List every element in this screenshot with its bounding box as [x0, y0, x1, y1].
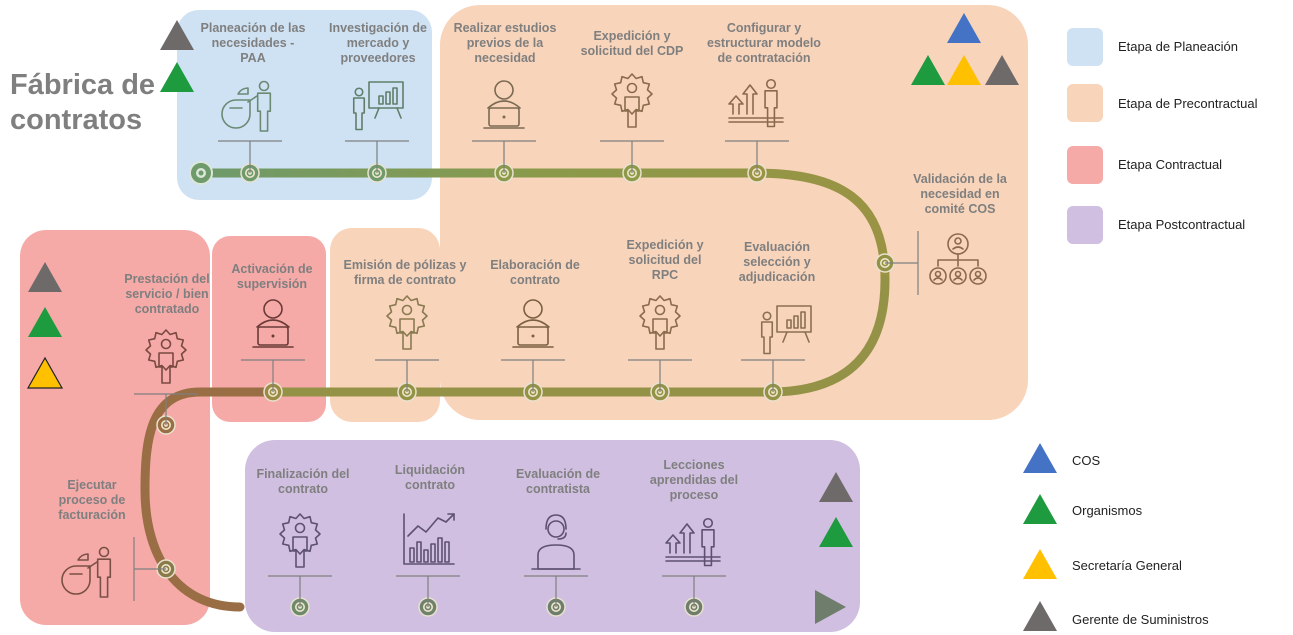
step-connector — [133, 537, 166, 601]
step-label-elaboracion: Elaboración de contrato — [490, 258, 580, 287]
growth-person-icon — [728, 78, 784, 128]
role-triangle-marker — [28, 307, 62, 337]
presenter-pie-icon — [61, 546, 112, 598]
step-connector — [600, 140, 664, 173]
step-connectors — [133, 140, 919, 607]
step-label-supervision: Activación de supervisión — [231, 262, 313, 291]
flow-path-left-turn — [140, 387, 280, 612]
step-label-estudios-previos: Realizar estudios previos de la necesida… — [453, 21, 557, 65]
start-node — [189, 161, 213, 185]
flow-path-top — [195, 168, 890, 285]
legend-label-organismos: Organismos — [1072, 503, 1143, 518]
legend-triangle-marker — [1023, 494, 1057, 524]
step-connector — [375, 359, 439, 392]
gear-person-icon — [279, 513, 321, 568]
region-planeacion — [177, 10, 432, 200]
step-icons — [61, 73, 987, 598]
step-connector — [741, 359, 805, 392]
laptop-user-icon — [512, 299, 554, 348]
legend-triangle-marker — [1023, 601, 1057, 631]
step-label-modelo: Configurar y estructurar modelo de contr… — [707, 21, 821, 65]
step-label-evaluacion-contratista: Evaluación de contratista — [515, 467, 601, 496]
legend-label-planeacion: Etapa de Planeación — [1118, 39, 1238, 54]
legend-triangle-marker — [1023, 443, 1057, 473]
gear-person-icon — [145, 329, 187, 384]
step-connector — [396, 575, 460, 607]
step-label-planeacion: Planeación de las necesidades - PAA — [200, 21, 306, 65]
flow-arrow-head — [815, 590, 846, 624]
step-label-lecciones: Lecciones aprendidas del proceso — [649, 458, 739, 502]
page-title: Fábrica de contratos — [10, 69, 156, 136]
presenter-pie-icon — [221, 80, 272, 132]
legend-triangle-marker — [1023, 549, 1057, 579]
step-label-finalizacion: Finalización del contrato — [256, 467, 350, 496]
bar-chart-trend-icon — [403, 513, 455, 565]
gear-person-icon — [639, 295, 681, 350]
legend-label-secretaria: Secretaría General — [1072, 558, 1182, 573]
step-label-polizas: Emisión de pólizas y firma de contrato — [343, 258, 467, 287]
legend-label-cos: COS — [1072, 453, 1101, 468]
step-label-evaluacion-seleccion: Evaluación selección y adjudicación — [738, 240, 816, 284]
gear-person-icon — [386, 295, 428, 350]
flow-path-right-turn — [270, 275, 890, 397]
flow-path — [140, 168, 890, 624]
role-legend — [1023, 443, 1057, 631]
region-precontractual-left — [330, 228, 440, 422]
step-connector — [885, 231, 919, 295]
step-connector — [662, 575, 726, 607]
legend-label-gerente: Gerente de Suministros — [1072, 612, 1209, 627]
step-label-investigacion: Investigación de mercado y proveedores — [329, 21, 427, 65]
step-label-validacion-cos: Validación de la necesidad en comité COS — [913, 172, 1007, 216]
region-contractual-supervision — [212, 236, 326, 422]
legend-swatch-postcontractual — [1067, 206, 1103, 244]
role-triangle-marker — [819, 472, 853, 502]
role-triangle-marker — [947, 55, 981, 85]
step-connector — [268, 575, 332, 607]
step-label-liquidacion: Liquidación contrato — [394, 463, 466, 492]
role-triangle-marker — [911, 55, 945, 85]
step-connector — [501, 359, 565, 392]
step-connector — [345, 140, 409, 173]
laptop-user-icon — [252, 299, 294, 348]
legend-label-contractual: Etapa Contractual — [1118, 157, 1223, 172]
role-triangle-marker — [819, 517, 853, 547]
gear-person-icon — [611, 73, 653, 128]
legend-swatch-contractual — [1067, 146, 1103, 184]
step-label-prestacion: Prestación del servicio / bien contratad… — [124, 272, 210, 316]
laptop-user-icon — [483, 80, 525, 129]
step-connector — [725, 140, 789, 173]
step-connector — [524, 575, 588, 607]
presentation-board-icon — [760, 305, 812, 355]
region-contractual-left — [20, 230, 210, 625]
step-connector — [472, 140, 536, 173]
legend-label-postcontractual: Etapa Postcontractual — [1118, 217, 1246, 232]
stage-role-markers — [26, 13, 1019, 547]
step-label-rpc: Expedición y solicitud del RPC — [626, 238, 704, 282]
step-connector — [134, 393, 198, 425]
headset-user-icon — [531, 514, 581, 570]
growth-person-icon — [665, 517, 721, 567]
step-nodes — [156, 163, 895, 617]
step-label-facturacion: Ejecutar proceso de facturación — [58, 478, 126, 522]
role-triangle-marker — [947, 13, 981, 43]
legend-swatch-precontractual — [1067, 84, 1103, 122]
presentation-board-icon — [352, 81, 404, 131]
step-label-cdp: Expedición y solicitud del CDP — [580, 29, 684, 58]
role-triangle-marker — [26, 356, 64, 389]
role-triangle-marker — [160, 20, 194, 50]
org-chart-icon — [929, 233, 987, 285]
step-connector — [628, 359, 692, 392]
legend-label-precontractual: Etapa de Precontractual — [1118, 96, 1258, 111]
role-triangle-marker — [985, 55, 1019, 85]
role-triangle-marker — [160, 62, 194, 92]
step-connector — [218, 140, 282, 173]
role-triangle-marker — [28, 262, 62, 292]
legend-swatch-planeacion — [1067, 28, 1103, 66]
step-connector — [241, 359, 305, 392]
